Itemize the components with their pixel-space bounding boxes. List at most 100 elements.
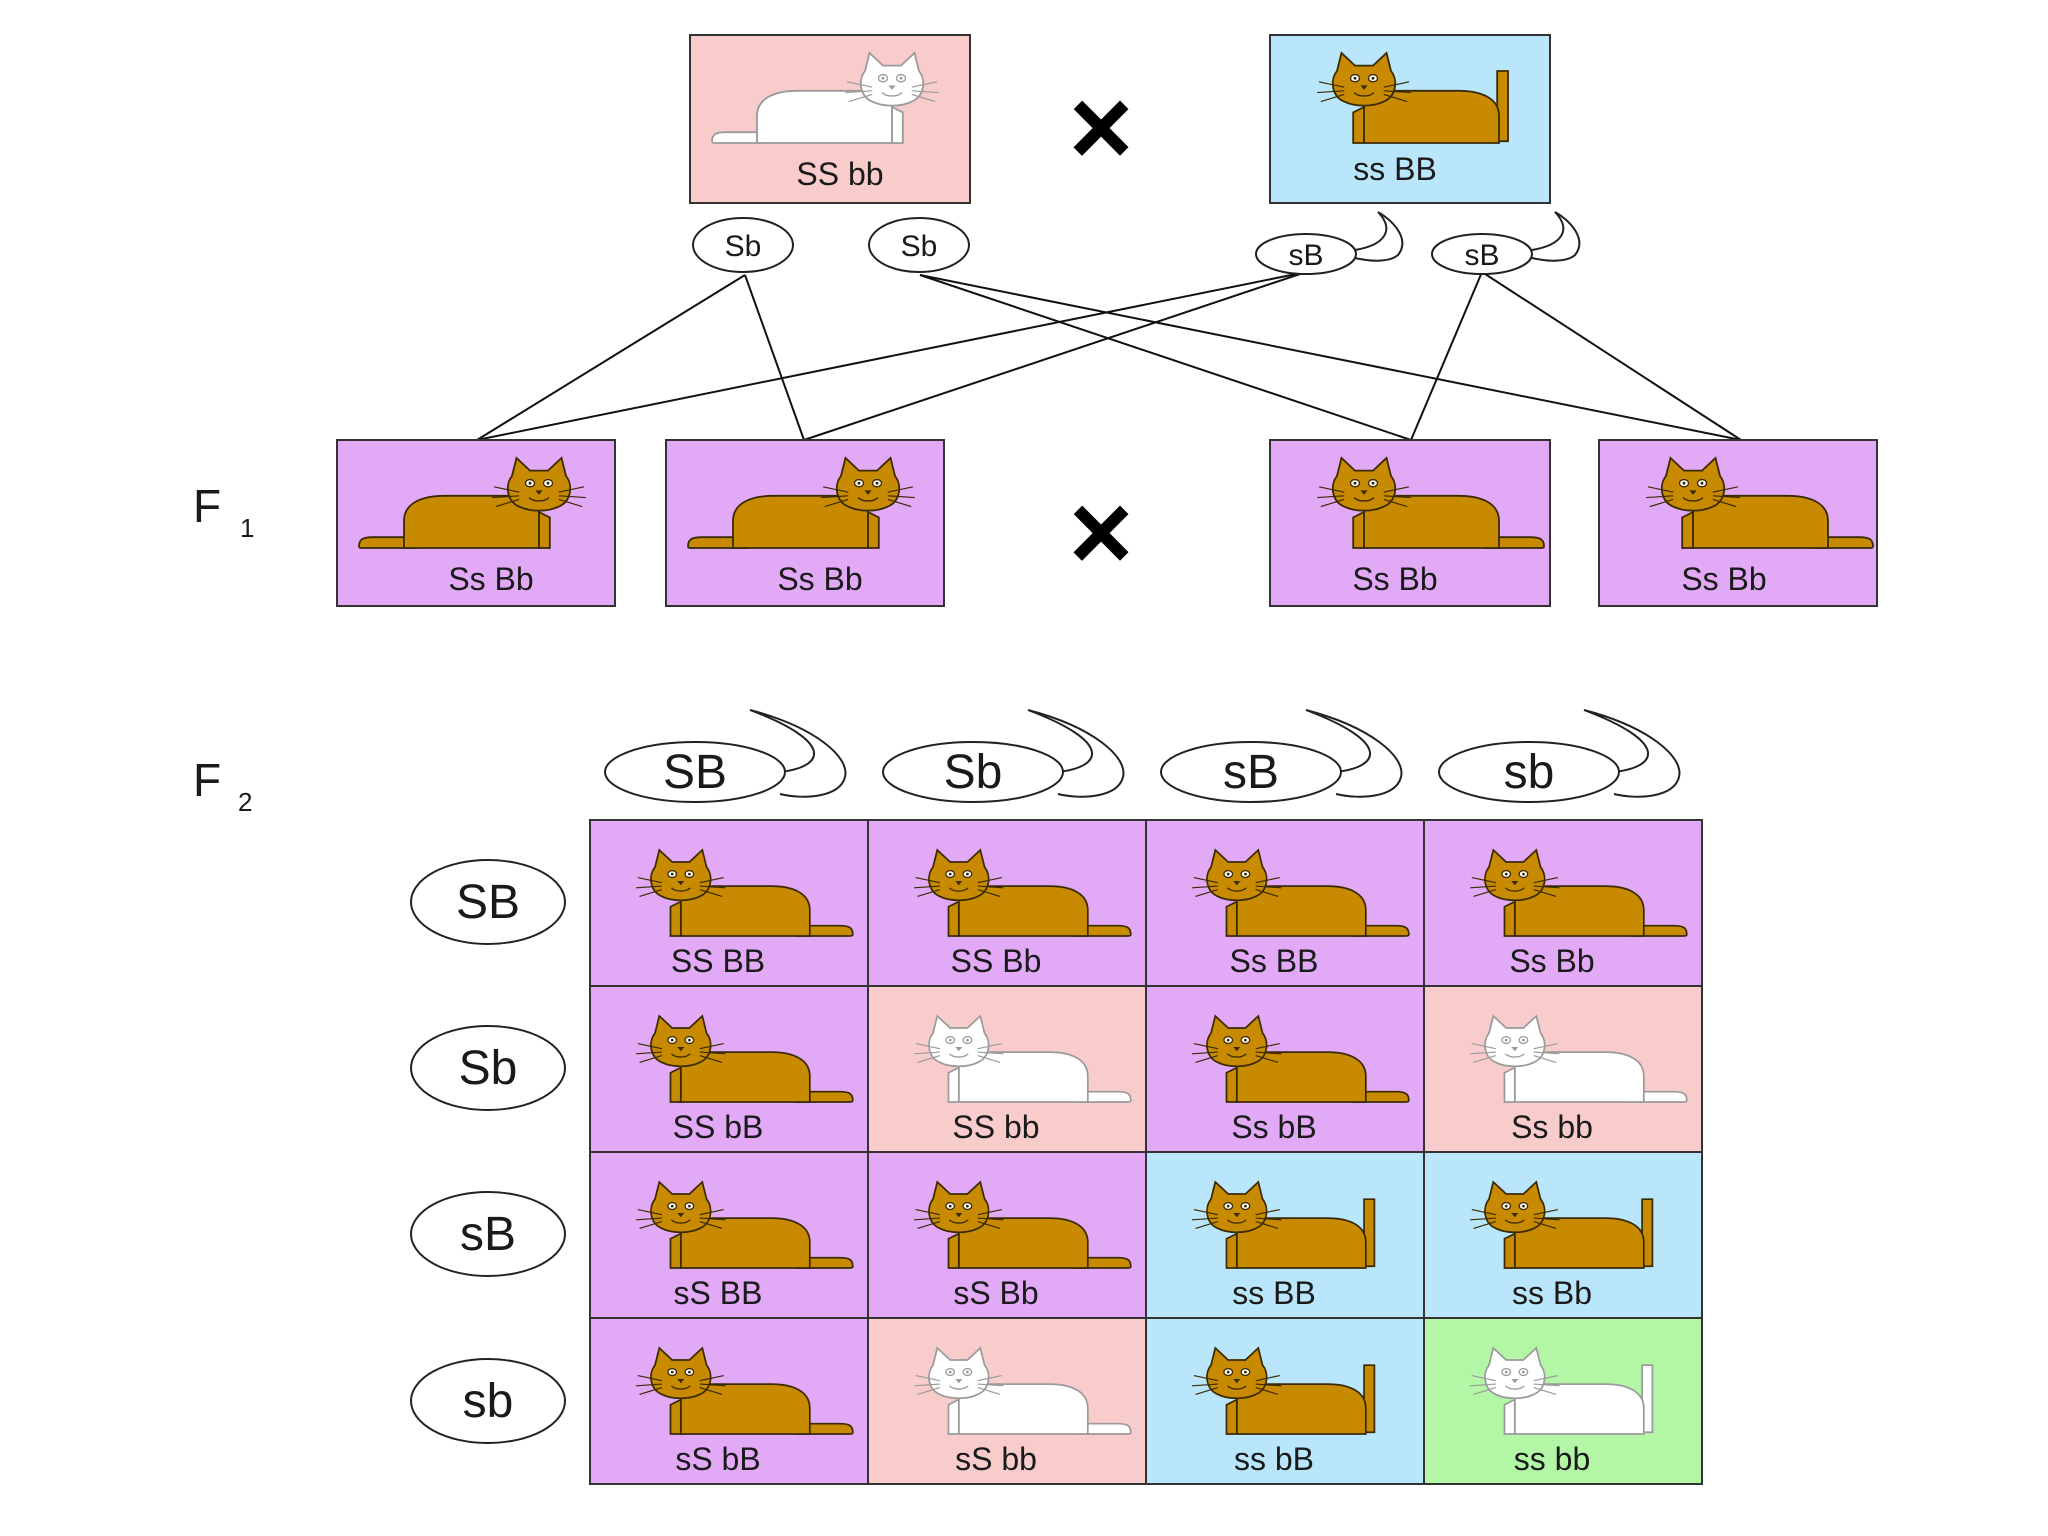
parent-genotype: SS bb xyxy=(796,156,883,192)
punnett-cell-genotype: Ss bB xyxy=(1231,1109,1316,1145)
parent-genotype: ss BB xyxy=(1353,151,1437,187)
punnett-cell: ss Bb xyxy=(1423,1151,1703,1319)
white-cat-icon xyxy=(711,51,939,144)
svg-text:F: F xyxy=(193,754,221,806)
punnett-cell: ss bb xyxy=(1423,1317,1703,1485)
parent-box-white-cat: SS bb xyxy=(689,34,971,204)
orange-cat-icon xyxy=(1192,1014,1410,1103)
svg-text:Ss Bb: Ss Bb xyxy=(1352,561,1437,597)
white-cat-icon xyxy=(914,1346,1132,1435)
punnett-cell: SS BB xyxy=(589,819,869,987)
punnett-cell-genotype: SS bb xyxy=(952,1109,1039,1145)
connection-line xyxy=(1481,271,1742,441)
sperm-tail-icon xyxy=(1583,709,1681,798)
gamete-connection-lines xyxy=(476,271,1742,441)
orange-cat-icon xyxy=(914,1180,1132,1269)
orange-cat-icon xyxy=(1192,848,1410,937)
punnett-cell-genotype: ss BB xyxy=(1232,1275,1316,1311)
punnett-cell-genotype: SS Bb xyxy=(951,943,1042,979)
svg-text:Ss Bb: Ss Bb xyxy=(448,561,533,597)
punnett-cell: sS bb xyxy=(867,1317,1147,1485)
svg-text:2: 2 xyxy=(238,787,252,817)
f1-offspring-box: Ss Bb xyxy=(1598,439,1878,607)
cross-symbol: × xyxy=(1069,471,1133,594)
svg-text:SB: SB xyxy=(663,746,727,799)
svg-text:1: 1 xyxy=(240,513,254,543)
parent-generation: SS bb × ss BB xyxy=(689,34,1551,204)
f2-egg-gametes: SB Sb sB sb xyxy=(410,859,566,1444)
parent-box-orange-cat: ss BB xyxy=(1269,34,1551,204)
orange-cat-icon xyxy=(1470,848,1688,937)
svg-text:Sb: Sb xyxy=(459,1042,518,1095)
svg-text:Sb: Sb xyxy=(901,230,938,263)
punnett-cell: ss bB xyxy=(1145,1317,1425,1485)
connection-line xyxy=(476,271,1307,441)
punnett-cell: Ss bB xyxy=(1145,985,1425,1153)
punnett-cell-genotype: sS BB xyxy=(674,1275,763,1311)
punnett-square: SS BB SS Bb Ss BB Ss Bb SS bB SS bb Ss bB Ss bb… xyxy=(589,819,1703,1485)
punnett-cell: ss BB xyxy=(1145,1151,1425,1319)
sperm-gamete: sb xyxy=(1438,709,1681,803)
orange-cat-icon xyxy=(636,1346,854,1435)
white-cat-icon xyxy=(914,1014,1132,1103)
f1-offspring-box: Ss Bb xyxy=(336,439,616,607)
orange-cat-icon xyxy=(636,1014,854,1103)
orange-cat-icon xyxy=(1470,1180,1654,1269)
orange-cat-icon xyxy=(687,456,915,549)
cross-symbol: × xyxy=(1069,66,1133,189)
svg-text:sb: sb xyxy=(463,1375,514,1428)
orange-cat-icon xyxy=(1317,51,1509,144)
svg-text:SB: SB xyxy=(456,876,520,929)
sperm-tail-icon xyxy=(749,709,847,798)
punnett-cell-genotype: Ss bb xyxy=(1511,1109,1593,1145)
sperm-tail-icon xyxy=(1354,211,1404,262)
sperm-gamete: sB xyxy=(1255,211,1404,275)
egg-gamete: SB xyxy=(410,859,566,945)
svg-text:sB: sB xyxy=(460,1208,516,1261)
sperm-tail-icon xyxy=(1305,709,1403,798)
svg-text:sB: sB xyxy=(1288,239,1323,272)
punnett-cell: sS Bb xyxy=(867,1151,1147,1319)
punnett-cell-genotype: ss Bb xyxy=(1512,1275,1592,1311)
sperm-gamete: SB xyxy=(604,709,847,803)
f2-generation-label: F 2 xyxy=(193,754,252,817)
sperm-tail-icon xyxy=(1531,211,1581,262)
punnett-cell-genotype: sS bB xyxy=(675,1441,760,1477)
f1-generation-label: F 1 xyxy=(193,480,254,543)
svg-text:F: F xyxy=(193,480,221,532)
white-cat-icon xyxy=(1470,1014,1688,1103)
punnett-cell: SS bB xyxy=(589,985,869,1153)
egg-gamete: Sb xyxy=(692,217,794,273)
punnett-cell: Ss Bb xyxy=(1423,819,1703,987)
svg-text:Sb: Sb xyxy=(944,746,1003,799)
connection-line xyxy=(803,271,1307,441)
punnett-cell-genotype: Ss Bb xyxy=(1509,943,1594,979)
sperm-gamete: Sb xyxy=(882,709,1125,803)
punnett-cell: Ss BB xyxy=(1145,819,1425,987)
punnett-cell: SS Bb xyxy=(867,819,1147,987)
connection-line xyxy=(919,274,1412,441)
f1-offspring: Ss Bb Ss Bb × Ss Bb Ss Bb xyxy=(336,439,1878,607)
svg-text:sb: sb xyxy=(1504,746,1555,799)
orange-cat-icon xyxy=(1646,456,1874,549)
sperm-gamete: sB xyxy=(1160,709,1403,803)
punnett-cell: SS bb xyxy=(867,985,1147,1153)
sperm-gamete: sB xyxy=(1431,211,1581,275)
connection-line xyxy=(1410,271,1483,441)
white-cat-icon xyxy=(1470,1346,1654,1435)
orange-cat-icon xyxy=(1317,456,1545,549)
orange-cat-icon xyxy=(914,848,1132,937)
orange-cat-icon xyxy=(1192,1346,1376,1435)
punnett-cell: Ss bb xyxy=(1423,985,1703,1153)
svg-text:Ss Bb: Ss Bb xyxy=(1681,561,1766,597)
svg-text:Sb: Sb xyxy=(725,230,762,263)
connection-line xyxy=(744,274,805,441)
orange-cat-icon xyxy=(636,848,854,937)
svg-text:sB: sB xyxy=(1223,746,1279,799)
svg-text:Ss Bb: Ss Bb xyxy=(777,561,862,597)
orange-cat-icon xyxy=(636,1180,854,1269)
egg-gamete: sB xyxy=(410,1191,566,1277)
punnett-cell-genotype: SS bB xyxy=(673,1109,764,1145)
sperm-tail-icon xyxy=(1027,709,1125,798)
